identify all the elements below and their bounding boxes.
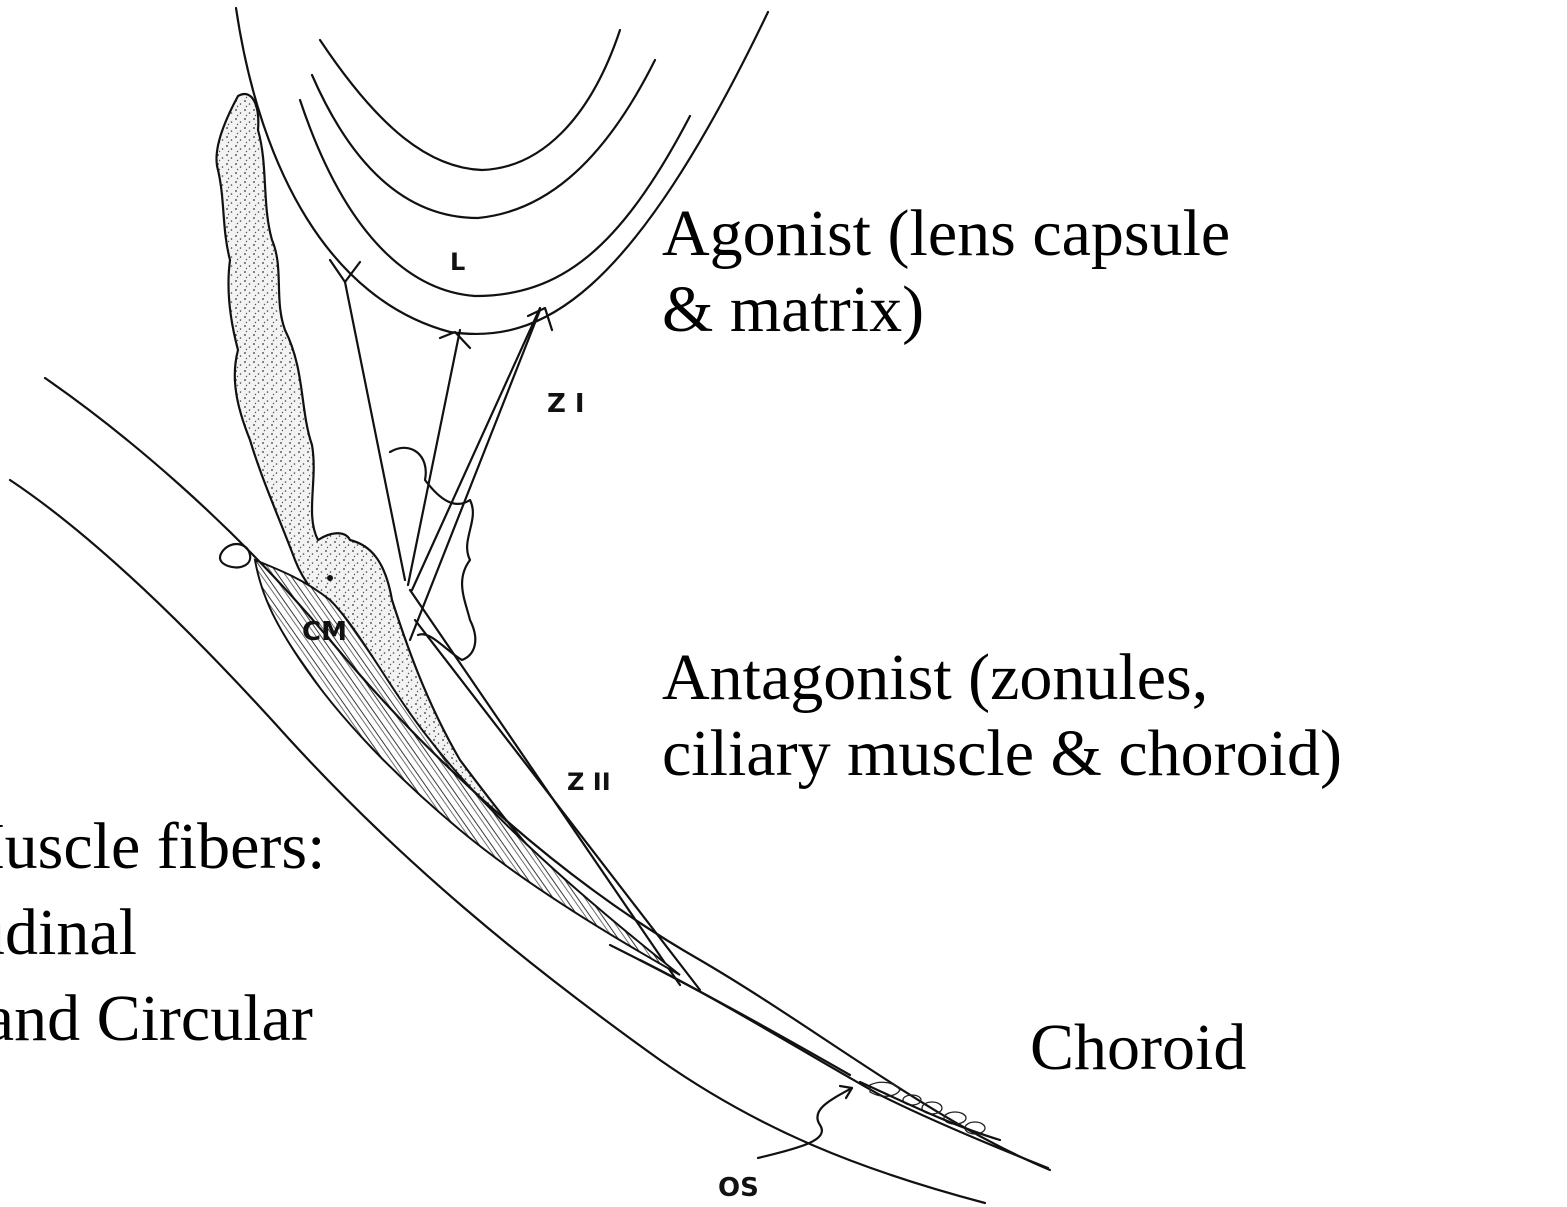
- muscle-fibers-caption-line-2: Longitudinal: [0, 890, 325, 976]
- lens-inner-arc-3: [320, 30, 620, 170]
- antagonist-caption: Antagonist (zonules, ciliary muscle & ch…: [662, 640, 1342, 792]
- lens-inner-arc-2: [312, 60, 655, 218]
- label-lens: L: [450, 248, 465, 276]
- agonist-caption-line-2: & matrix): [662, 272, 1230, 348]
- choroid-line-2: [610, 945, 850, 1075]
- small-dot: [327, 575, 333, 581]
- agonist-caption: Agonist (lens capsule & matrix): [662, 196, 1230, 348]
- muscle-fibers-caption-line-1: Muscle fibers:: [0, 804, 325, 890]
- label-ciliary-muscle: CM: [302, 617, 347, 647]
- muscle-fibers-caption: Muscle fibers: Longitudinal Radial and C…: [0, 804, 325, 1062]
- label-zonule-1: Z I: [547, 389, 585, 419]
- antagonist-caption-line-1: Antagonist (zonules,: [662, 640, 1342, 716]
- choroid-vessels: [860, 1082, 1000, 1140]
- lens-inner-arc-1: [300, 100, 690, 296]
- antagonist-caption-line-2: ciliary muscle & choroid): [662, 716, 1342, 792]
- label-zonule-2: Z II: [567, 768, 611, 796]
- agonist-caption-line-1: Agonist (lens capsule: [662, 196, 1230, 272]
- os-pointer: [758, 1088, 852, 1158]
- label-ora-serrata: OS: [718, 1173, 759, 1203]
- muscle-fibers-caption-line-3: Radial and Circular: [0, 976, 325, 1062]
- choroid-caption: Choroid: [1030, 1010, 1246, 1086]
